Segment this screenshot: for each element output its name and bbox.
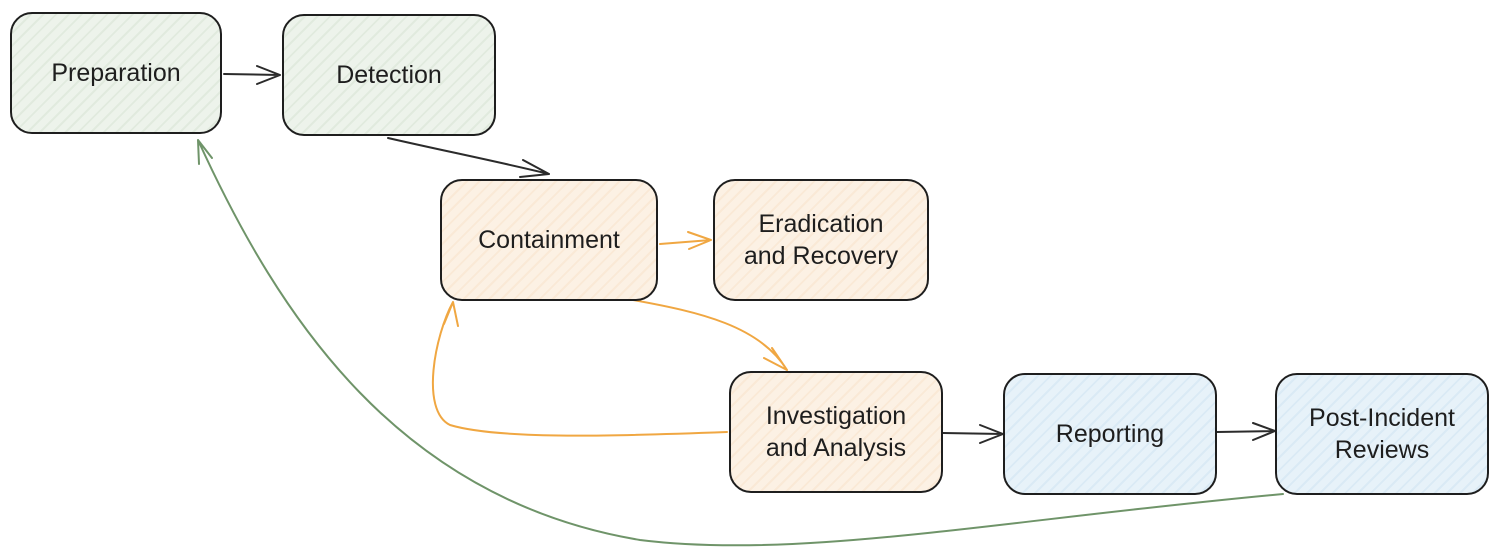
arrow-post-incident-to-preparation bbox=[197, 139, 1284, 547]
arrow-reporting-to-post-incident bbox=[1216, 422, 1276, 441]
arrow-detection-to-containment bbox=[387, 137, 550, 178]
node-investigation-and-analysis[interactable]: Investigation and Analysis bbox=[729, 371, 943, 493]
node-eradication-and-recovery[interactable]: Eradication and Recovery bbox=[713, 179, 929, 301]
node-detection[interactable]: Detection bbox=[282, 14, 496, 136]
arrow-investigation-to-containment bbox=[431, 301, 728, 437]
arrow-investigation-to-reporting bbox=[942, 424, 1004, 444]
node-containment[interactable]: Containment bbox=[440, 179, 658, 301]
node-reporting[interactable]: Reporting bbox=[1003, 373, 1217, 495]
arrow-containment-to-investigation bbox=[632, 299, 788, 371]
node-preparation[interactable]: Preparation bbox=[10, 12, 222, 134]
arrow-containment-to-eradication bbox=[659, 231, 712, 250]
node-post-incident-reviews[interactable]: Post-Incident Reviews bbox=[1275, 373, 1489, 495]
arrow-preparation-to-detection bbox=[223, 65, 281, 85]
